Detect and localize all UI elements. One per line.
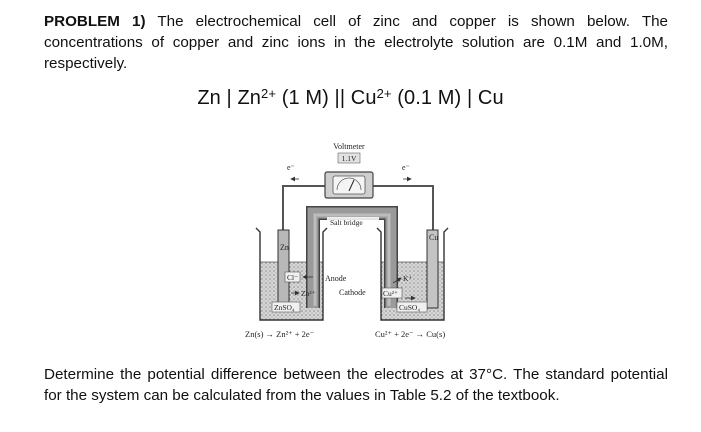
problem-label: PROBLEM 1) xyxy=(44,13,146,30)
electrochemical-cell-diagram: Voltmeter 1.1V e⁻ e⁻ Zn Cu Salt bridge C… xyxy=(245,142,449,339)
voltmeter-label: Voltmeter xyxy=(333,142,365,151)
cu-electrode-label: Cu xyxy=(429,233,438,242)
notation-zn-conc: (1 M) || Cu xyxy=(276,87,377,109)
zinc-ion: Zn²⁺ xyxy=(301,289,316,298)
notation-zn-charge: 2+ xyxy=(261,86,277,101)
voltmeter-needle-icon xyxy=(348,179,355,192)
right-half-reaction: Cu²⁺ + 2e⁻ → Cu(s) xyxy=(375,329,445,339)
salt-bridge xyxy=(306,206,398,308)
zn-electrode-label: Zn xyxy=(280,243,289,252)
notation-zn: Zn | Zn xyxy=(197,87,262,109)
voltmeter xyxy=(324,171,374,199)
copper-ion: Cu²⁺ xyxy=(383,289,398,298)
anode-label: Anode xyxy=(325,274,347,283)
notation-cu-charge: 2+ xyxy=(376,86,392,101)
znso4-label: ZnSO₄ xyxy=(274,303,295,312)
electron-right: e⁻ xyxy=(402,163,410,172)
question-text: Determine the potential difference betwe… xyxy=(44,366,668,404)
copper-electrode xyxy=(426,229,439,309)
notation-cu-conc: (0.1 M) | Cu xyxy=(391,87,504,109)
zinc-electrode xyxy=(277,229,290,309)
circuit-wires xyxy=(282,185,434,246)
electron-left: e⁻ xyxy=(287,163,295,172)
voltmeter-reading: 1.1V xyxy=(342,154,357,163)
problem-text: The electrochemical cell of zinc and cop… xyxy=(44,13,668,72)
left-half-reaction: Zn(s) → Zn²⁺ + 2e⁻ xyxy=(245,329,315,339)
potassium-ion: K⁺ xyxy=(403,274,412,283)
chloride-ion: Cl⁻ xyxy=(287,273,298,282)
salt-bridge-label: Salt bridge xyxy=(330,218,363,227)
cathode-label: Cathode xyxy=(339,288,366,297)
cuso4-label: CuSO₄ xyxy=(399,303,420,312)
cell-notation: Zn | Zn2+ (1 M) || Cu2+ (0.1 M) | Cu xyxy=(0,86,701,110)
problem-statement: PROBLEM 1) The electrochemical cell of z… xyxy=(44,11,668,74)
